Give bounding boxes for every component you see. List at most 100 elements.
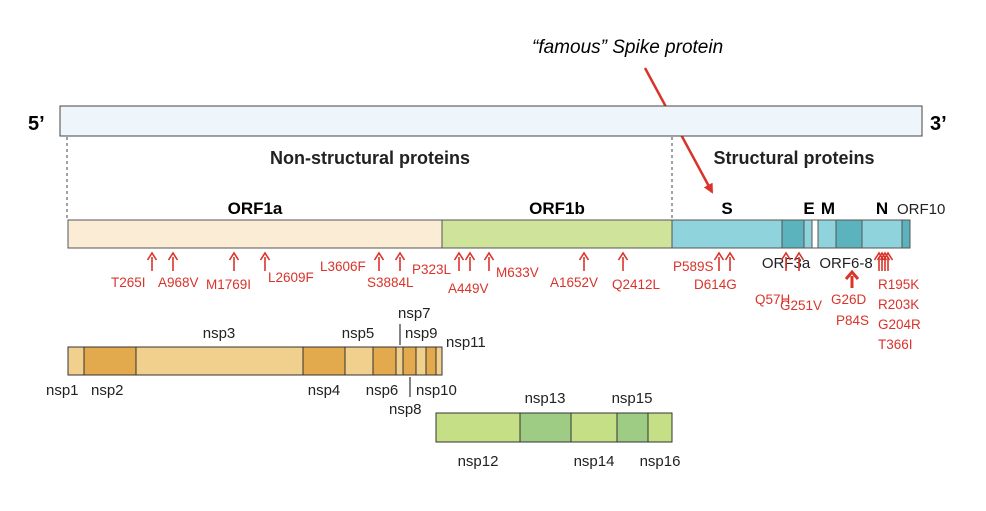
e-bar xyxy=(803,219,813,249)
nsp2-segment xyxy=(83,346,137,376)
orf1a-label: ORF1a xyxy=(228,199,283,218)
orf6-8-bar xyxy=(835,219,863,249)
mutation-arrow xyxy=(780,251,792,271)
nsp11-label: nsp11 xyxy=(446,334,486,351)
orf1b-label: ORF1b xyxy=(529,199,585,218)
mutation-label: T265I xyxy=(111,275,146,290)
nsp7-segment xyxy=(395,346,404,376)
mutation-label: P323L xyxy=(412,262,452,277)
mutation-arrow xyxy=(373,251,385,271)
three-prime-label: 3’ xyxy=(930,113,947,135)
mutation-arrow xyxy=(453,251,465,271)
mutation-arrow xyxy=(724,251,736,271)
nsp13-label: nsp13 xyxy=(525,390,566,407)
mutation-arrow xyxy=(617,251,629,271)
mutation-arrows xyxy=(146,251,894,288)
orf3a-bar xyxy=(781,219,805,249)
mutation-label: A449V xyxy=(448,281,489,296)
mutation-arrow xyxy=(713,251,725,271)
mutation-label: T366I xyxy=(878,337,913,352)
nsp3-segment xyxy=(135,346,304,376)
mutation-label: G251V xyxy=(780,298,822,313)
structural-label: Structural proteins xyxy=(713,148,874,168)
mutation-label: S3884L xyxy=(367,275,414,290)
genome-bar xyxy=(59,105,923,137)
nsp1-label: nsp1 xyxy=(46,382,79,399)
nsp-orf1b-bar xyxy=(435,412,673,443)
mutation-arrow xyxy=(259,251,271,271)
mutation-label: Q57H xyxy=(755,292,790,307)
nsp5-label: nsp5 xyxy=(342,325,375,342)
n-bar xyxy=(861,219,903,249)
nsp4-label: nsp4 xyxy=(308,382,341,399)
mutation-arrow xyxy=(844,269,860,288)
mutation-arrow xyxy=(167,251,179,271)
orf1b-bar xyxy=(441,219,673,249)
mutation-label: L2609F xyxy=(268,270,314,285)
nsp16-segment xyxy=(647,412,673,443)
mutation-label: D614G xyxy=(694,277,737,292)
nsp4-segment xyxy=(302,346,346,376)
mutation-label: G26D xyxy=(831,292,867,307)
spike-annotation: “famous” Spike protein xyxy=(532,37,723,58)
e-m-gap xyxy=(811,219,819,249)
orf10-label: ORF10 xyxy=(897,201,945,218)
s-label: S xyxy=(721,199,732,218)
nsp11-segment xyxy=(435,346,443,376)
nsp10-label: nsp10 xyxy=(416,382,457,399)
nsp12-label: nsp12 xyxy=(458,453,499,470)
nsp5-segment xyxy=(344,346,374,376)
mutation-label: G204R xyxy=(878,317,921,332)
n-label: N xyxy=(876,199,888,218)
nsp12-segment xyxy=(435,412,521,443)
nsp3-label: nsp3 xyxy=(203,325,236,342)
mutation-label: A1652V xyxy=(550,275,598,290)
nsp2-label: nsp2 xyxy=(91,382,124,399)
nsp9-segment xyxy=(415,346,427,376)
mutation-label: P84S xyxy=(836,313,869,328)
nsp13-segment xyxy=(519,412,572,443)
mutation-label: P589S xyxy=(673,259,714,274)
nsp-orf1a-bar xyxy=(67,346,443,376)
orf6-8-label: ORF6-8 xyxy=(819,255,872,272)
mutation-arrow xyxy=(146,251,158,271)
nsp10-segment xyxy=(425,346,437,376)
m-label: M xyxy=(821,199,835,218)
mutation-label: R195K xyxy=(878,277,919,292)
nsp15-segment xyxy=(616,412,649,443)
nsp16-label: nsp16 xyxy=(640,453,681,470)
mutation-label: M633V xyxy=(496,265,539,280)
mutation-label: R203K xyxy=(878,297,919,312)
nsp14-label: nsp14 xyxy=(574,453,615,470)
mutation-arrow xyxy=(394,251,406,271)
mutation-label: M1769I xyxy=(206,277,251,292)
nsp6-segment xyxy=(372,346,397,376)
nsp1-segment xyxy=(67,346,85,376)
mutation-arrow xyxy=(882,251,894,271)
m-bar xyxy=(817,219,837,249)
nsp14-segment xyxy=(570,412,618,443)
nonstructural-label: Non-structural proteins xyxy=(270,148,470,168)
e-label: E xyxy=(803,199,814,218)
mutation-arrow xyxy=(793,251,805,271)
nsp7-label: nsp7 xyxy=(398,305,431,322)
nsp15-label: nsp15 xyxy=(612,390,653,407)
nsp9-label: nsp9 xyxy=(405,325,438,342)
mutation-arrow xyxy=(578,251,590,271)
nsp6-label: nsp6 xyxy=(366,382,399,399)
orf10-bar xyxy=(901,219,911,249)
five-prime-label: 5’ xyxy=(28,113,45,135)
mutation-label: Q2412L xyxy=(612,277,661,292)
mutation-arrow xyxy=(464,251,476,271)
mutation-label: A968V xyxy=(158,275,199,290)
nsp8-segment xyxy=(402,346,417,376)
mutation-label: L3606F xyxy=(320,259,366,274)
mutation-arrow xyxy=(228,251,240,271)
s-bar xyxy=(671,219,783,249)
nsp8-label: nsp8 xyxy=(389,401,422,418)
mutation-arrow xyxy=(483,251,495,271)
orf1a-bar xyxy=(67,219,443,249)
